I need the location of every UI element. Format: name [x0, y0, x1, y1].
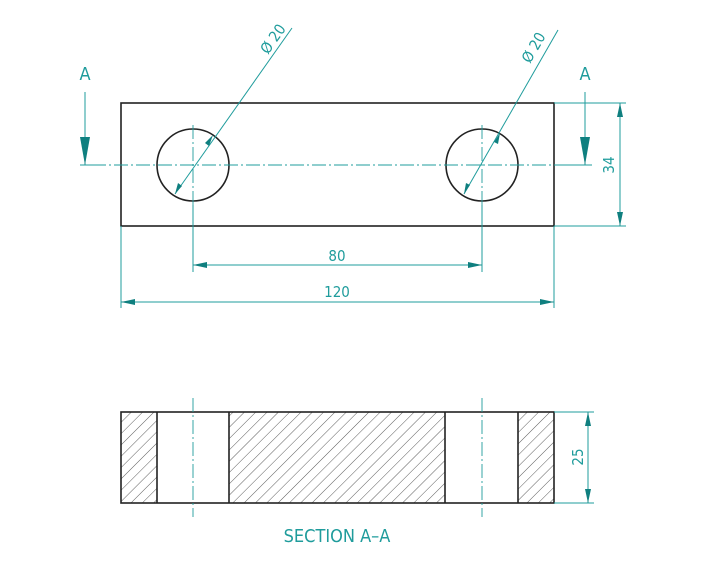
dim-width: 34 [554, 102, 626, 227]
top-view: A A Ø 20 Ø 20 80 [79, 21, 626, 308]
section-title: SECTION A–A [284, 526, 391, 547]
diameter-dim-right: Ø 20 [463, 29, 559, 195]
dim-label-34: 34 [600, 156, 618, 173]
hatch-left [121, 412, 157, 503]
dim-label-25: 25 [569, 448, 587, 465]
section-label-right: A [579, 64, 590, 85]
diameter-dim-left: Ø 20 [174, 21, 293, 195]
section-label-left: A [79, 64, 90, 85]
dim-overall-length: 120 [120, 226, 555, 308]
dim-label-80: 80 [328, 247, 345, 265]
hatch-right [518, 412, 554, 503]
section-arrow-left: A [79, 64, 105, 166]
plate-outline [120, 102, 555, 227]
section-outline [120, 411, 555, 504]
diameter-label-right: Ø 20 [518, 29, 550, 66]
hatch-middle [229, 412, 445, 503]
dim-hole-spacing: 80 [192, 205, 483, 272]
dim-label-120: 120 [324, 283, 350, 301]
dim-thickness: 25 [554, 411, 594, 504]
section-view: 25 SECTION A–A [120, 398, 594, 547]
section-arrow-right: A [568, 64, 592, 166]
